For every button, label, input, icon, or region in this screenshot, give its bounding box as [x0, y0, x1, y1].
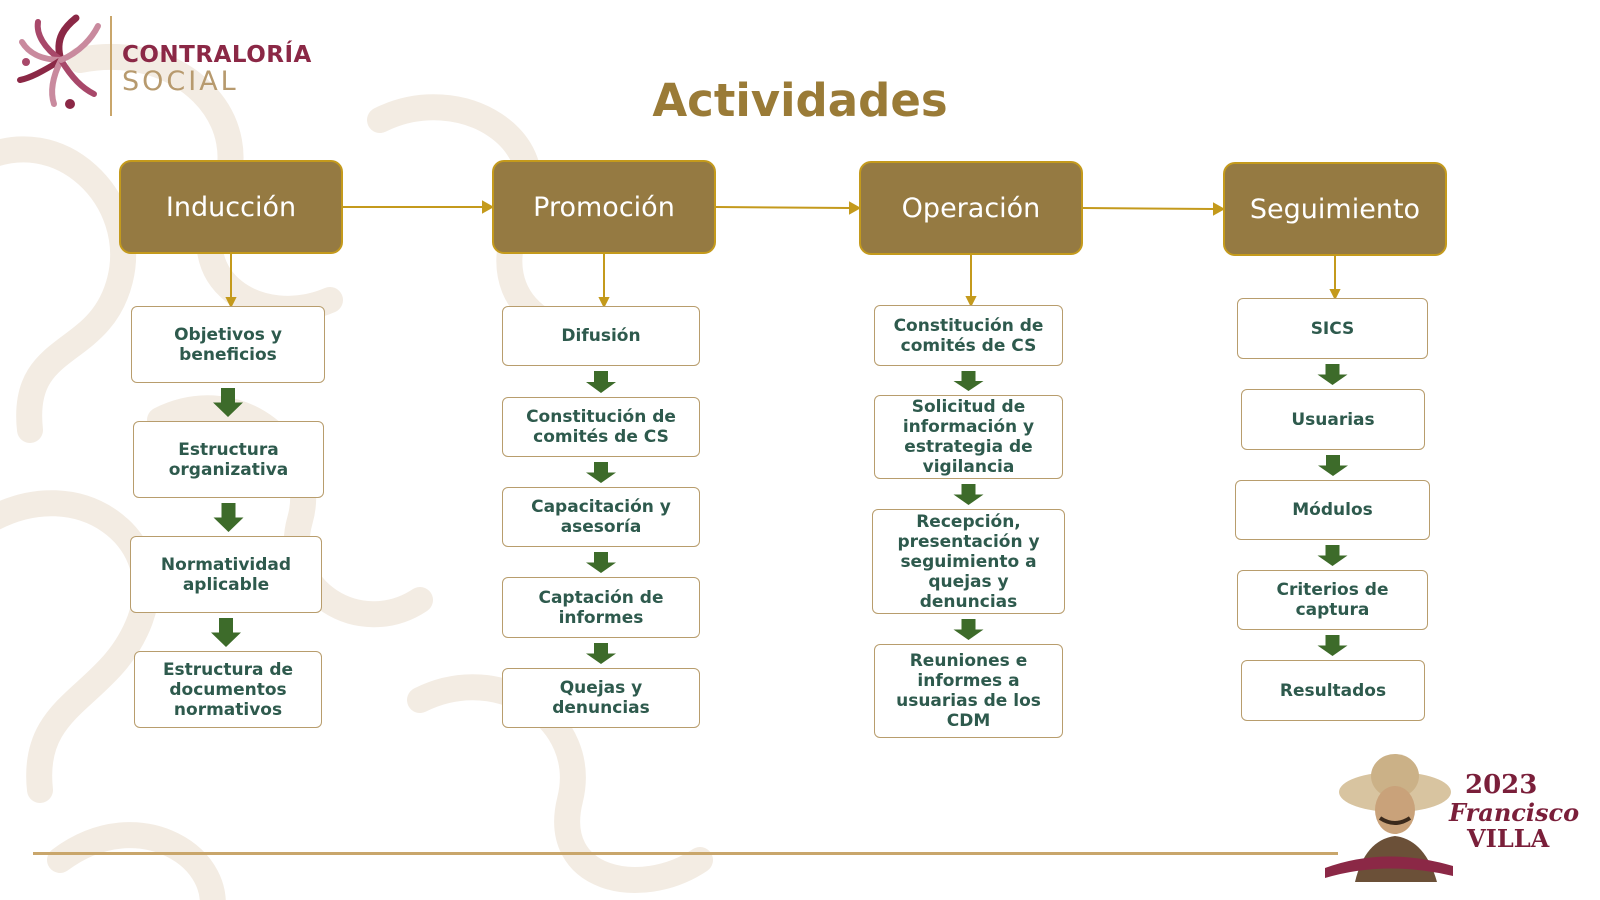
activity-box: Constitución de comités de CS	[502, 397, 700, 457]
down-arrow-icon	[953, 619, 984, 640]
header-operación: Operación	[859, 161, 1083, 255]
connector-line	[715, 206, 851, 209]
activity-box: Normatividad aplicable	[130, 536, 322, 613]
activity-box: Reuniones e informes a usuarias de los C…	[874, 644, 1063, 738]
activity-box: Constitución de comités de CS	[874, 305, 1063, 366]
down-arrow-icon	[1317, 635, 1348, 656]
logo-contraloria-social: CONTRALORÍA SOCIAL	[14, 8, 344, 118]
activity-box: Resultados	[1241, 660, 1425, 721]
activity-label: SICS	[1310, 318, 1355, 339]
footer-divider	[33, 852, 1338, 855]
activity-box: Usuarias	[1241, 389, 1425, 450]
header-inducción: Inducción	[119, 160, 343, 254]
activity-label: Normatividad aplicable	[160, 554, 292, 595]
seal-name: Francisco	[1449, 798, 1580, 827]
seal-year: 2023	[1465, 770, 1538, 800]
activity-box: Objetivos y beneficios	[131, 306, 325, 383]
activity-label: Estructura organizativa	[168, 439, 289, 480]
down-arrow-icon	[1317, 545, 1348, 566]
activity-box: Recepción, presentación y seguimiento a …	[872, 509, 1065, 614]
activity-label: Estructura de documentos normativos	[162, 659, 294, 720]
activity-label: Resultados	[1279, 680, 1387, 701]
contraloria-emblem-icon	[17, 14, 101, 109]
logo-text-contraloria: CONTRALORÍA	[122, 42, 312, 68]
down-arrow-icon	[213, 388, 243, 417]
down-arrow-icon	[586, 371, 616, 393]
connector-arrowhead	[225, 297, 237, 309]
activity-box: Estructura de documentos normativos	[134, 651, 322, 728]
down-arrow-icon	[586, 643, 616, 664]
connector-arrowhead	[849, 201, 862, 215]
down-arrow-icon	[953, 371, 984, 391]
activity-label: Capacitación y asesoría	[531, 497, 671, 537]
activity-box: Difusión	[502, 306, 700, 366]
seal-surname: VILLA	[1467, 824, 1550, 853]
down-arrow-icon	[586, 462, 616, 483]
activity-box: Capacitación y asesoría	[502, 487, 700, 547]
activity-box: Estructura organizativa	[133, 421, 324, 498]
connector-line	[1082, 207, 1215, 210]
activity-box: Solicitud de información y estrategia de…	[874, 395, 1063, 479]
francisco-villa-seal: 2023 Francisco VILLA	[1325, 748, 1579, 882]
activity-label: Solicitud de información y estrategia de…	[902, 397, 1035, 477]
activity-box: Módulos	[1235, 480, 1430, 540]
activity-label: Recepción, presentación y seguimiento a …	[897, 511, 1040, 612]
connector-arrowhead	[965, 296, 977, 308]
logo-text-social: SOCIAL	[122, 66, 239, 97]
connector-arrowhead	[482, 200, 495, 214]
activity-label: Objetivos y beneficios	[174, 324, 282, 365]
down-arrow-icon	[211, 618, 241, 647]
down-arrow-icon	[213, 503, 244, 532]
francisco-villa-portrait-icon	[1325, 754, 1453, 882]
down-arrow-icon	[1317, 364, 1348, 385]
activity-box: Captación de informes	[502, 577, 700, 638]
activity-label: Reuniones e informes a usuarias de los C…	[896, 651, 1041, 731]
activity-box: Quejas y denuncias	[502, 668, 700, 728]
activity-label: Criterios de captura	[1276, 580, 1389, 620]
down-arrow-icon	[586, 552, 616, 573]
connector-arrowhead	[1213, 202, 1226, 216]
page-title: Actividades	[652, 74, 948, 127]
activity-box: SICS	[1237, 298, 1428, 359]
activity-box: Criterios de captura	[1237, 570, 1428, 630]
connector-arrowhead	[598, 297, 610, 309]
activity-label: Usuarias	[1291, 409, 1375, 430]
activity-label: Módulos	[1292, 500, 1373, 520]
activity-label: Difusión	[561, 326, 641, 346]
down-arrow-icon	[953, 484, 984, 505]
connector-arrowhead	[1329, 289, 1341, 301]
logo-divider	[110, 16, 112, 116]
activity-label: Captación de informes	[538, 587, 664, 628]
header-seguimiento: Seguimiento	[1223, 162, 1447, 256]
header-promoción: Promoción	[492, 160, 716, 254]
activity-label: Quejas y denuncias	[552, 678, 650, 718]
activity-label: Constitución de comités de CS	[526, 407, 676, 447]
down-arrow-icon	[1318, 455, 1348, 476]
activity-label: Constitución de comités de CS	[893, 315, 1044, 356]
